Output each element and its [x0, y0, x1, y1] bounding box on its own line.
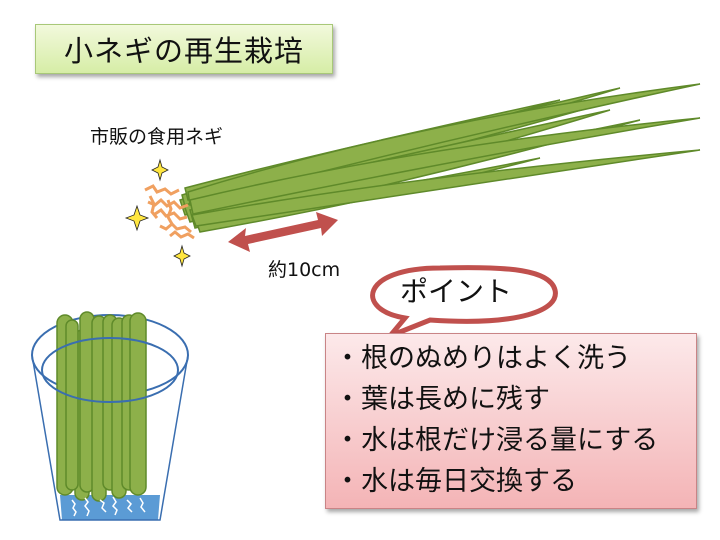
callout-label: ポイント — [400, 275, 513, 308]
length-label: 約10cm — [268, 259, 341, 281]
length-arrow-icon — [228, 212, 338, 252]
scallion-bunch-illustration — [124, 83, 701, 268]
sparkle-icon — [124, 158, 191, 268]
roots-icon — [144, 184, 195, 240]
title-box: 小ネギの再生栽培 — [35, 24, 333, 74]
point-item: ・水は毎日交換する — [334, 466, 577, 497]
point-item: ・水は根だけ浸る量にする — [334, 425, 659, 456]
page-title: 小ネギの再生栽培 — [63, 34, 304, 68]
point-item: ・根のぬめりはよく洗う — [334, 343, 631, 374]
points-box: ・根のぬめりはよく洗う ・葉は長めに残す ・水は根だけ浸る量にする ・水は毎日交… — [325, 333, 697, 509]
scallion-label: 市販の食用ネギ — [90, 126, 224, 148]
point-item: ・葉は長めに残す — [334, 384, 550, 415]
